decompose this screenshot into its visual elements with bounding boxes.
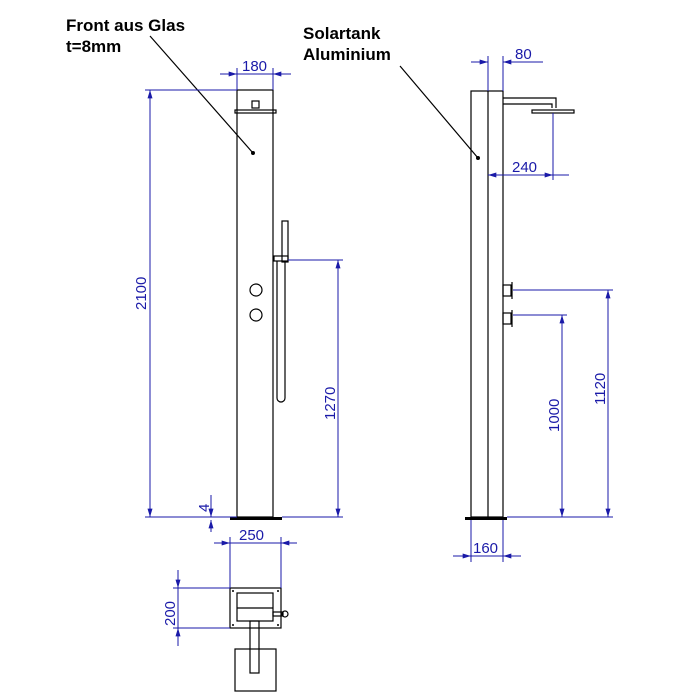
dim-base-width: 250 (239, 527, 264, 544)
dim-total-height: 2100 (133, 277, 150, 310)
solartank-label: Solartank (303, 24, 381, 43)
front-thickness-label: t=8mm (66, 37, 121, 56)
mixer-knob-icon (249, 308, 263, 322)
front-glass-label: Front aus Glas (66, 16, 185, 35)
front-leader-dot (251, 151, 255, 155)
side-dimensions: 80 240 1120 1000 160 (453, 46, 613, 562)
front-dimensions: 180 2100 1270 4 (133, 58, 343, 532)
dim-side-top: 80 (515, 46, 532, 63)
side-view (465, 90, 575, 520)
valve-icon (502, 312, 512, 325)
shower-arm (503, 97, 557, 108)
aluminium-label: Aluminium (303, 45, 391, 64)
plan-view (229, 587, 289, 692)
dim-valve-lower: 1000 (546, 399, 563, 432)
dim-side-depth: 160 (473, 540, 498, 557)
valve-icon (502, 284, 512, 297)
dim-plan-depth: 200 (162, 601, 179, 626)
dim-arm-reach: 240 (512, 159, 537, 176)
tank-leader-dot (476, 156, 480, 160)
tank-leader-line (399, 65, 479, 159)
front-leader-line (149, 35, 254, 154)
plan-dimensions: 250 200 (162, 527, 297, 646)
dim-front-width: 180 (242, 58, 267, 75)
dim-base-thickness: 4 (196, 504, 213, 512)
shower-hose (276, 261, 286, 403)
front-view (230, 89, 289, 520)
mixer-knob-icon (249, 283, 263, 297)
dim-valve-upper: 1120 (592, 373, 609, 405)
dim-hand-shower: 1270 (322, 387, 339, 420)
shower-head (531, 109, 575, 114)
